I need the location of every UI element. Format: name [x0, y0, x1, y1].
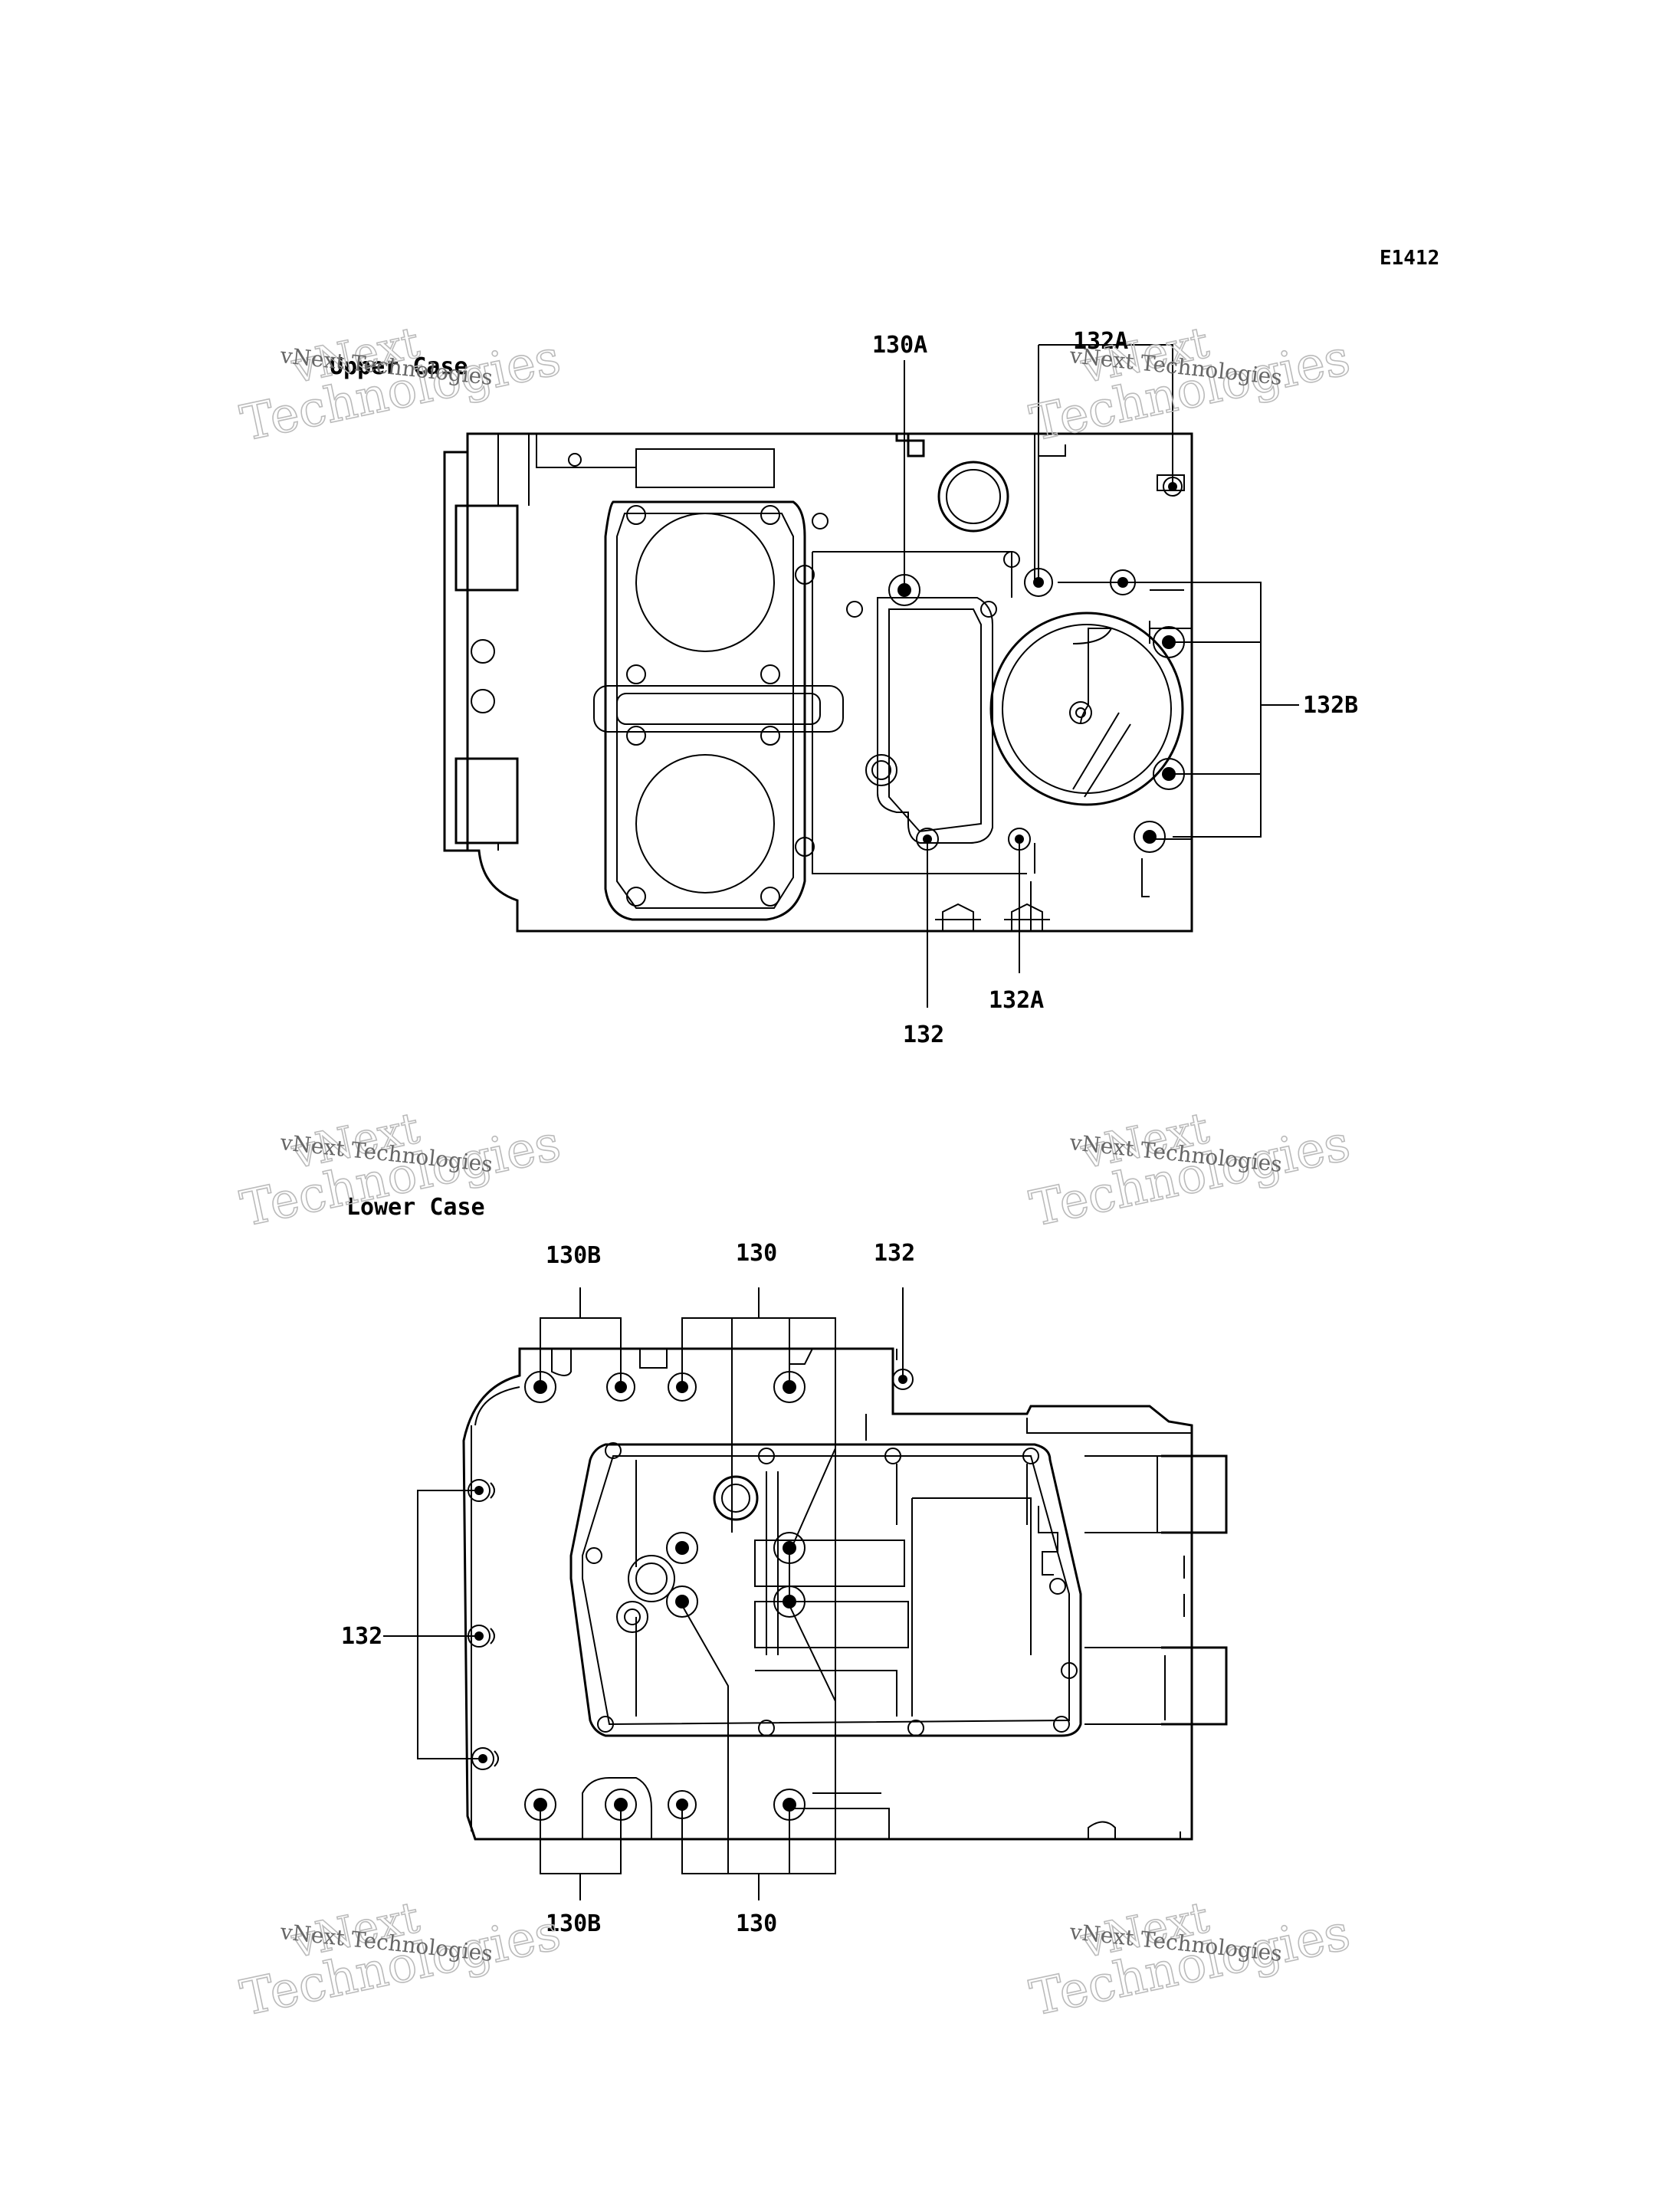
callout-132-lower-left: 132	[341, 1623, 382, 1650]
callout-132A-upper-bottom: 132A	[989, 987, 1044, 1014]
upper-case-drawing: Upper Case	[330, 353, 1193, 933]
callout-130-lower-bottom: 130	[736, 1910, 777, 1937]
callout-132-lower-top: 132	[874, 1240, 915, 1267]
upper-case-title: Upper Case	[330, 353, 468, 380]
callout-132B-upper: 132B	[1303, 692, 1358, 719]
diagram-code: E1412	[1380, 247, 1439, 270]
callout-132-upper: 132	[903, 1021, 944, 1048]
lower-case-drawing: Lower Case	[346, 1194, 1228, 1841]
upper-callout-lines	[904, 344, 1299, 1008]
lower-case-title: Lower Case	[346, 1194, 485, 1221]
callout-130A-upper: 130A	[872, 332, 927, 359]
lower-callout-lines	[383, 1287, 904, 1900]
callout-130-lower-top: 130	[736, 1240, 777, 1267]
callout-132A-upper-top: 132A	[1073, 328, 1128, 355]
callout-130B-lower-top: 130B	[546, 1242, 601, 1269]
callout-130B-lower-bottom: 130B	[546, 1910, 601, 1937]
